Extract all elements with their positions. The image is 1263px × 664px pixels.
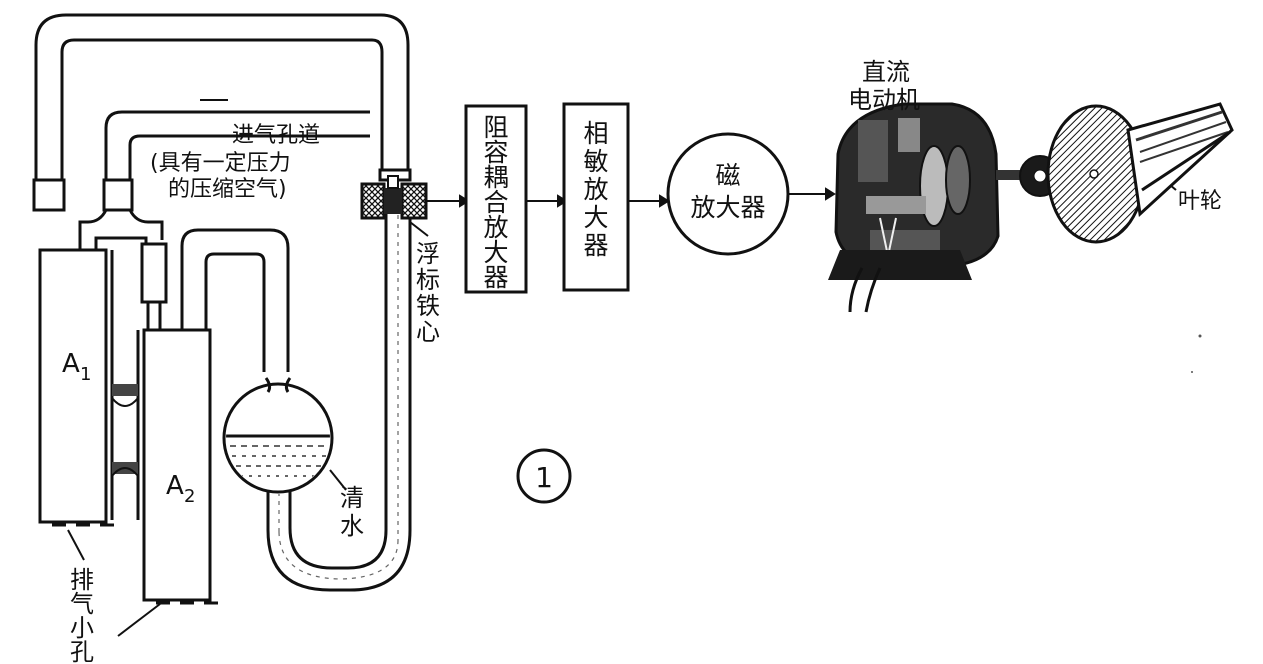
- svg-text:相: 相: [583, 119, 608, 148]
- inlet-label-line1: 进气孔道: [232, 123, 320, 148]
- svg-text:放: 放: [483, 213, 508, 242]
- rubber-ring-upper: [112, 384, 138, 396]
- svg-text:大: 大: [483, 238, 508, 267]
- svg-text:标: 标: [416, 266, 440, 294]
- impeller-label: 叶轮: [1178, 189, 1222, 214]
- pipe-sleeve-middle: [102, 178, 134, 212]
- svg-text:放: 放: [583, 175, 608, 204]
- inlet-label-line2: (具有一定压力: [150, 151, 291, 176]
- a2-subscript: 2: [184, 486, 195, 507]
- svg-text:耦: 耦: [483, 163, 508, 192]
- svg-text:铁: 铁: [416, 292, 440, 320]
- svg-text:器: 器: [583, 231, 608, 260]
- phase-sensitive-amplifier-box: [562, 102, 630, 292]
- svg-text:水: 水: [340, 512, 364, 540]
- water-label: 清 水: [340, 484, 364, 540]
- a1-label: A: [62, 349, 80, 379]
- a1-subscript: 1: [80, 364, 91, 385]
- speck: [1191, 371, 1193, 373]
- inlet-label-line3: 的压缩空气): [168, 177, 287, 202]
- float-core-sensor: [360, 175, 428, 220]
- svg-text:孔: 孔: [70, 638, 94, 664]
- u-tube-fluid: [278, 215, 399, 580]
- signal-line: [426, 187, 836, 208]
- svg-text:敏: 敏: [583, 147, 608, 176]
- svg-text:大: 大: [583, 203, 608, 232]
- svg-text:合: 合: [483, 188, 508, 217]
- phase-sensitive-amplifier-label: 相 敏 放 大 器: [583, 119, 608, 260]
- outer-air-pipe: [34, 13, 410, 205]
- magnetic-amplifier-circle: [666, 132, 790, 256]
- speck: [1198, 334, 1202, 338]
- flask-pipe: [180, 228, 290, 372]
- pipe-sleeve-left: [32, 178, 66, 212]
- rc-coupled-amplifier-label: 阻 容 耦 合 放 大 器: [483, 113, 508, 292]
- water-flask: [222, 377, 334, 494]
- linkage-column: [110, 242, 168, 520]
- svg-text:器: 器: [483, 263, 508, 292]
- svg-text:清: 清: [340, 484, 364, 512]
- exhaust-hole-label: 排 气 小 孔: [70, 566, 94, 664]
- dc-motor-label-line2: 电动机: [848, 86, 920, 114]
- magnetic-amplifier-label-1: 磁: [715, 161, 740, 190]
- cylinder-a2: A 2: [142, 328, 222, 605]
- svg-text:心: 心: [416, 318, 440, 346]
- float-core-label: 浮 标 铁 心: [416, 240, 440, 346]
- figure-number: 1: [516, 448, 572, 504]
- cylinder-a1: A 1: [38, 248, 120, 527]
- branch-pipe: [78, 209, 164, 252]
- svg-text:浮: 浮: [416, 240, 440, 268]
- svg-text:排: 排: [70, 566, 94, 594]
- impeller-illustration: [1046, 102, 1234, 244]
- svg-text:容: 容: [483, 138, 508, 167]
- a2-label: A: [166, 471, 184, 501]
- svg-text:1: 1: [535, 461, 553, 494]
- svg-text:小: 小: [70, 614, 94, 642]
- svg-text:气: 气: [70, 590, 94, 618]
- rc-coupled-amplifier-box: [464, 104, 528, 294]
- u-tube: [266, 206, 412, 592]
- magnetic-amplifier-label-2: 放大器: [690, 193, 765, 222]
- svg-text:阻: 阻: [483, 113, 508, 142]
- dc-motor-illustration: [828, 102, 1076, 313]
- dc-motor-label-line1: 直流: [862, 58, 910, 86]
- inner-air-pipe: [104, 110, 370, 195]
